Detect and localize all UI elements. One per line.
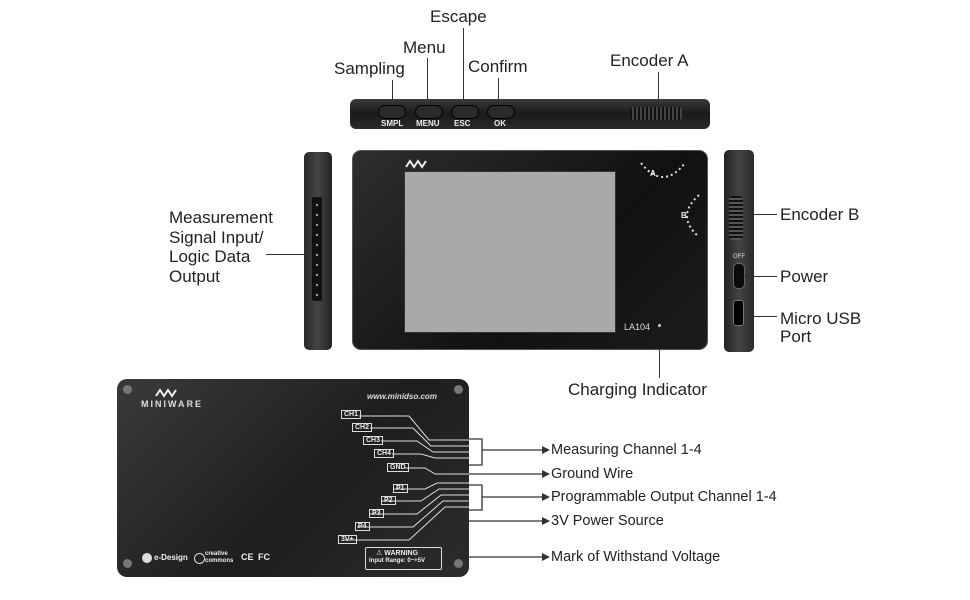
encoder-b-leader (754, 214, 777, 215)
measurement-leader (266, 254, 312, 255)
screw-icon (454, 559, 463, 568)
menu-label: Menu (403, 38, 446, 57)
pin-3v: 3V+ (338, 535, 357, 544)
warning-text: Input Range: 0~+5V (369, 558, 426, 564)
url-text: www.minidso.com (367, 392, 437, 401)
device-back: MINIWARE www.minidso.com CH1 CH2 CH3 CH4… (117, 379, 469, 577)
brand-text: MINIWARE (141, 399, 203, 409)
ground-wire-label: Ground Wire (551, 466, 634, 482)
menu-text: MENU (416, 119, 440, 128)
ok-text: OK (494, 119, 506, 128)
confirm-label: Confirm (468, 57, 528, 76)
pin-diagram (345, 415, 469, 541)
device-top-view: SMPL MENU ESC OK (350, 99, 710, 129)
escape-leader (463, 28, 464, 107)
device-left-side (304, 152, 332, 350)
charging-leader (659, 348, 660, 378)
warning-title: ⚠ WARNING (376, 550, 419, 557)
screw-icon (123, 385, 132, 394)
signal-port[interactable] (312, 197, 322, 301)
confirm-button[interactable] (487, 105, 515, 119)
confirm-leader (498, 78, 499, 107)
encoder-b-wheel[interactable] (729, 196, 743, 240)
ce-mark: CE (241, 552, 254, 562)
cc-icon (194, 553, 205, 564)
miniware-logo-icon (405, 159, 427, 169)
encoder-a-mark-text: A (650, 169, 656, 178)
menu-button[interactable] (415, 105, 443, 119)
sampling-leader (392, 80, 393, 107)
lcd-screen (404, 171, 616, 333)
encoder-b-mark-text: B (681, 211, 687, 220)
edesign-text: e-Design (154, 553, 188, 562)
power-source-label: 3V Power Source (551, 513, 664, 529)
pin-p4: P4 (355, 522, 370, 531)
pin-ch1: CH1 (341, 410, 362, 419)
measurement-label-2: Signal Input/ (169, 228, 264, 247)
fc-mark: FC (258, 552, 270, 562)
micro-usb-label-1: Micro USB (780, 309, 862, 328)
measurement-label-4: Output (169, 267, 221, 286)
programmable-output-label: Programmable Output Channel 1-4 (551, 489, 777, 505)
device-front: LA104 A B (352, 150, 708, 350)
pin-ch4: CH4 (374, 449, 395, 458)
pin-ch3: CH3 (363, 436, 384, 445)
power-label: Power (780, 267, 829, 286)
measurement-label-3: Logic Data (169, 247, 251, 266)
cc-line-1: creative (205, 551, 228, 557)
model-label: LA104 (624, 322, 651, 332)
sampling-button[interactable] (378, 105, 406, 119)
encoder-a-label: Encoder A (610, 51, 689, 70)
smpl-text: SMPL (381, 119, 404, 128)
encoder-a-wheel[interactable] (630, 107, 682, 120)
warning-box: ⚠ WARNING Input Range: 0~+5V (365, 547, 442, 570)
power-leader (744, 276, 777, 277)
encoder-a-leader (658, 72, 659, 108)
pin-gnd: GND (387, 463, 409, 472)
cc-line-2: commons (205, 558, 234, 564)
pin-p2: P2 (381, 496, 396, 505)
encoder-b-label: Encoder B (780, 205, 860, 224)
encoder-b-marking (686, 194, 700, 238)
port-pins (315, 203, 319, 297)
esc-text: ESC (454, 119, 471, 128)
micro-usb-port[interactable] (733, 300, 744, 326)
usb-leader (744, 316, 777, 317)
miniware-logo-icon (155, 388, 177, 398)
menu-leader (427, 58, 428, 107)
screw-icon (454, 385, 463, 394)
edesign-icon (142, 553, 152, 563)
pin-p3: P3 (369, 509, 384, 518)
micro-usb-label-2: Port (780, 327, 812, 346)
pin-p1: P1 (393, 484, 408, 493)
charging-led (658, 324, 661, 327)
device-right-side: OFF (724, 150, 754, 352)
screw-icon (123, 559, 132, 568)
measuring-channel-label: Measuring Channel 1-4 (551, 442, 702, 458)
pin-ch2: CH2 (352, 423, 373, 432)
encoder-a-marking (640, 162, 686, 178)
measurement-label-1: Measurement (169, 208, 273, 227)
back-arrows (469, 438, 550, 561)
off-text: OFF (733, 254, 745, 260)
escape-label: Escape (430, 7, 487, 26)
charging-label: Charging Indicator (568, 380, 707, 399)
withstand-voltage-label: Mark of Withstand Voltage (551, 549, 721, 565)
escape-button[interactable] (451, 105, 479, 119)
sampling-label: Sampling (334, 59, 405, 78)
